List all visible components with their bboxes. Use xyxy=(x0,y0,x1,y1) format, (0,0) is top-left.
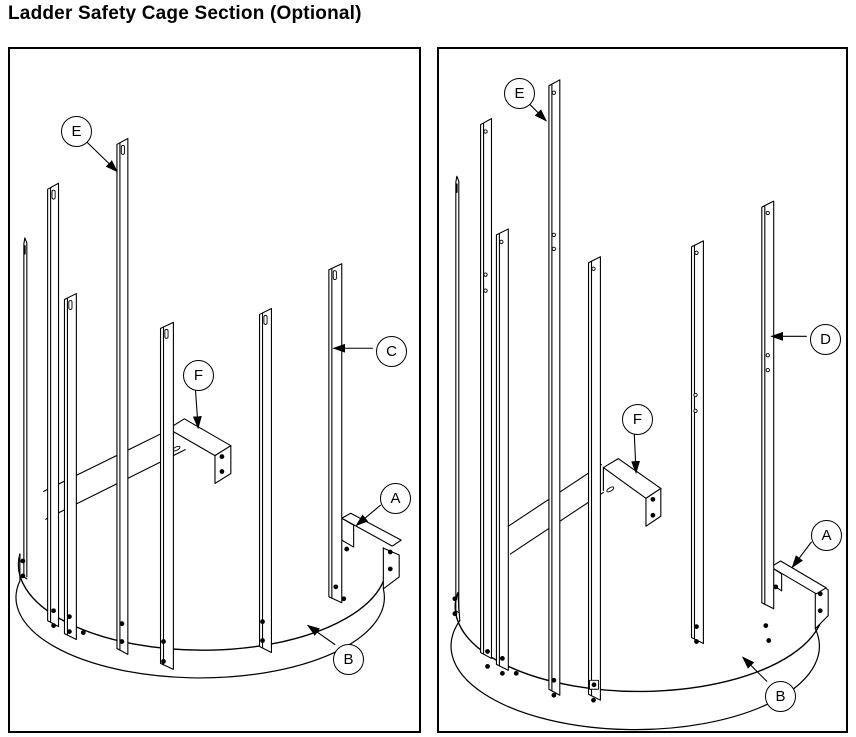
bracket-a xyxy=(771,561,826,594)
strap-e xyxy=(549,80,560,695)
strap-e xyxy=(117,138,128,654)
strap xyxy=(692,241,704,644)
callout-c: C xyxy=(376,336,407,367)
callout-label: C xyxy=(386,343,397,360)
callout-a: A xyxy=(811,520,842,551)
strap-c xyxy=(329,264,342,603)
strap-edge-on xyxy=(24,238,27,579)
diagram-panel-left: E C F A B xyxy=(8,47,421,733)
callout-label: B xyxy=(343,651,354,668)
callout-label: F xyxy=(193,367,204,384)
bolts xyxy=(452,496,823,703)
strap xyxy=(64,294,76,640)
strap xyxy=(496,229,508,670)
callout-d: D xyxy=(810,324,841,355)
strap-d xyxy=(762,201,774,609)
strap xyxy=(161,322,174,669)
callout-label: A xyxy=(821,527,832,544)
diagram-panel-right: E D F A B xyxy=(437,47,848,733)
callout-f: F xyxy=(183,360,214,391)
callout-label: A xyxy=(390,490,401,507)
vertical-straps xyxy=(456,80,774,700)
left-diagram-svg xyxy=(10,49,419,731)
right-diagram-svg xyxy=(439,49,846,731)
bolts xyxy=(20,454,393,664)
vertical-straps xyxy=(24,138,342,669)
callout-e: E xyxy=(61,116,92,147)
strap-edge-on xyxy=(456,176,459,612)
strap xyxy=(481,119,492,659)
strap xyxy=(260,308,272,652)
bracket-f xyxy=(603,459,660,527)
callout-label: E xyxy=(71,123,82,140)
strap xyxy=(48,183,59,626)
callout-f: F xyxy=(622,404,653,435)
callout-arrows xyxy=(85,140,380,644)
bracket-a xyxy=(342,513,401,547)
callout-label: F xyxy=(632,411,643,428)
callout-b: B xyxy=(765,681,796,712)
callout-label: E xyxy=(514,85,525,102)
callout-e: E xyxy=(504,78,535,109)
strap xyxy=(589,257,601,700)
page-title: Ladder Safety Cage Section (Optional) xyxy=(8,3,362,24)
callout-arrows xyxy=(527,102,811,682)
callout-label: B xyxy=(775,688,786,705)
callout-a: A xyxy=(380,483,411,514)
callout-label: D xyxy=(820,331,831,348)
callout-b: B xyxy=(333,644,364,675)
